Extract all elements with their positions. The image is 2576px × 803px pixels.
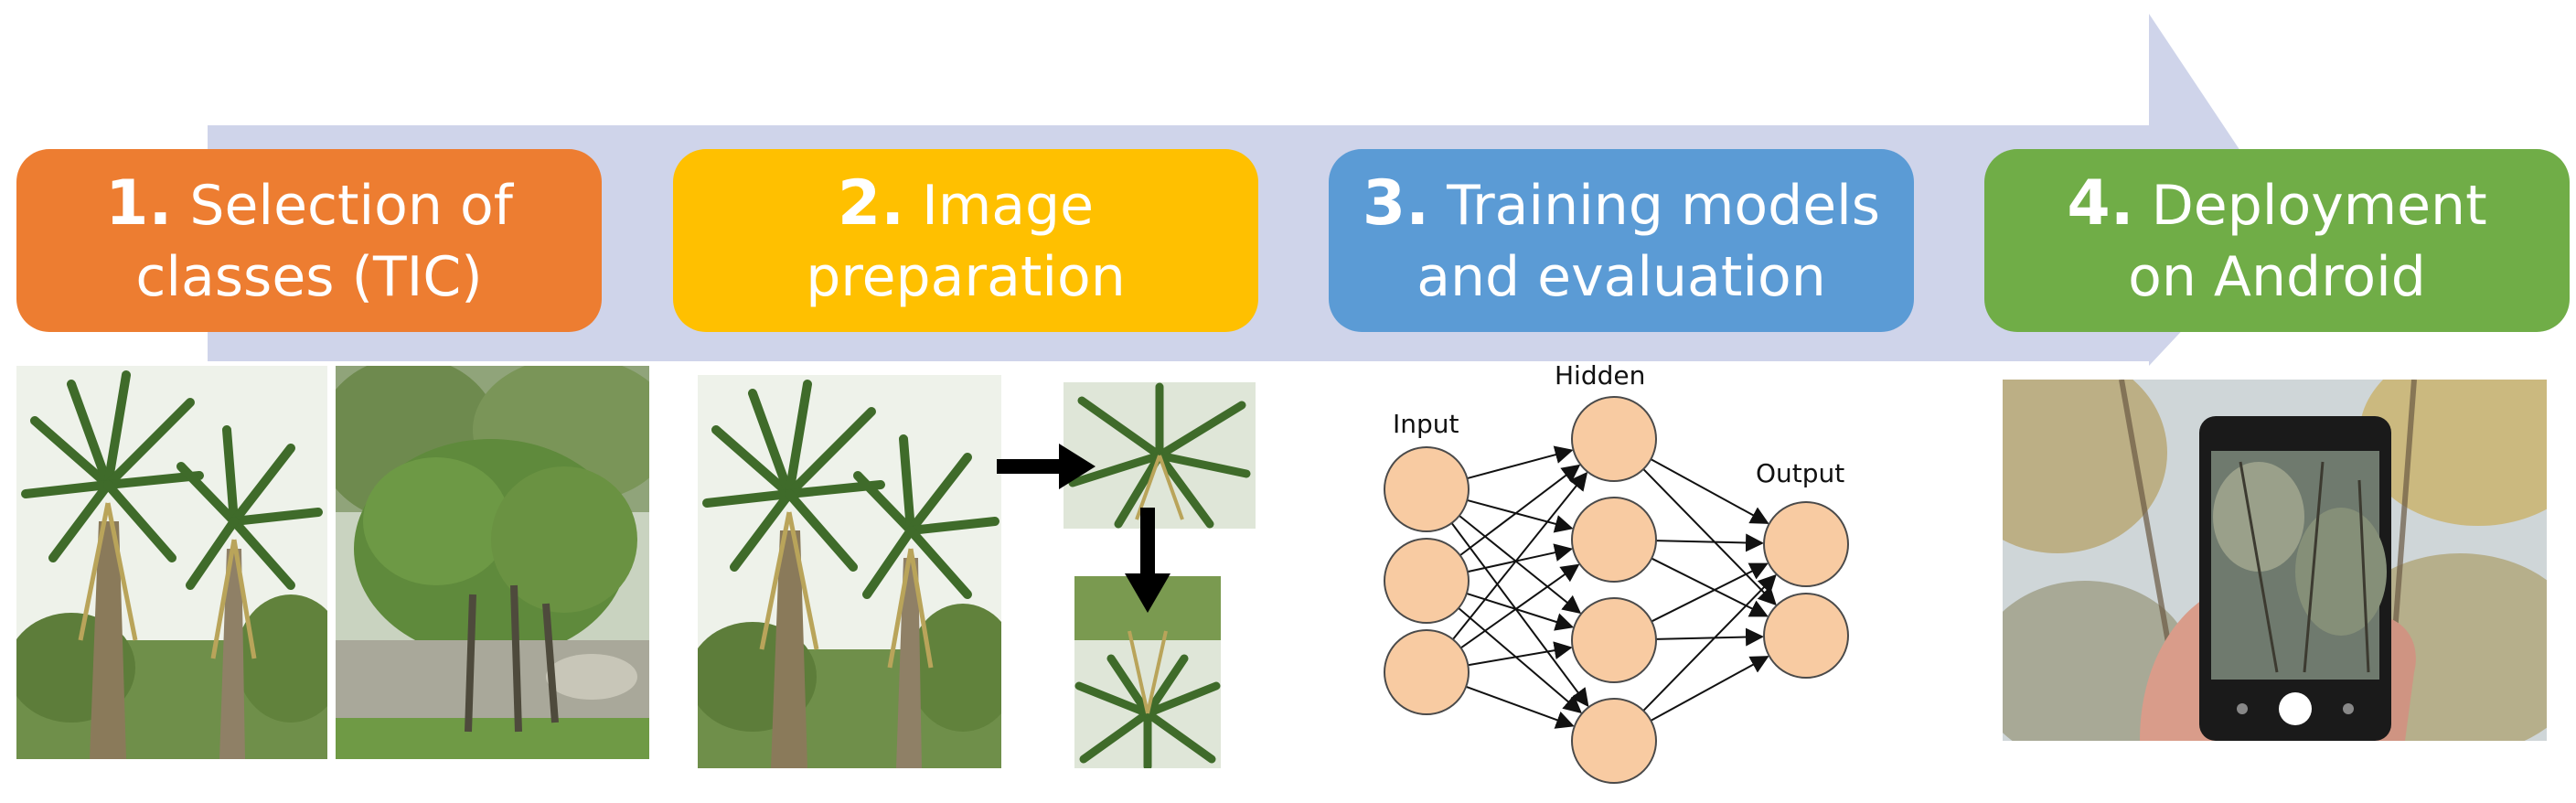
step-1-title-line1: Selection of xyxy=(189,174,513,238)
palm-trees-photo xyxy=(16,366,327,759)
step-2-title-line2: preparation xyxy=(806,245,1126,309)
connection-l0-2-2 xyxy=(1468,641,1573,667)
smartphone-camera-photo xyxy=(2003,380,2547,741)
step-4-number: 4. xyxy=(2067,167,2134,240)
connection-l1-3-0 xyxy=(1642,573,1777,712)
input-neuron-1 xyxy=(1384,446,1470,532)
network-neurons xyxy=(1384,396,1849,784)
step-3-number: 3. xyxy=(1362,167,1430,240)
step-1-box: 1. Selection of classes (TIC) xyxy=(16,149,602,332)
neural-network-diagram: Input Hidden Output xyxy=(1384,361,1849,784)
input-neuron-3 xyxy=(1384,629,1470,715)
augmentation-arrows xyxy=(997,444,1096,489)
connection-l0-2-3 xyxy=(1465,685,1575,729)
hidden-neuron-4 xyxy=(1571,698,1657,784)
connection-l0-0-2 xyxy=(1459,515,1582,615)
connection-l0-2-1 xyxy=(1459,563,1580,649)
output-layer-label: Output xyxy=(1756,458,1844,488)
step-1-title-line2: classes (TIC) xyxy=(135,245,483,309)
arrow-right-shaft xyxy=(997,459,1061,474)
step-2-number: 2. xyxy=(837,167,905,240)
shrub-forest-photo xyxy=(336,366,649,759)
input-layer-label: Input xyxy=(1393,409,1459,439)
step-4-title-line1: Deployment xyxy=(2151,174,2487,238)
connection-l0-1-1 xyxy=(1467,543,1574,573)
connection-l1-2-0 xyxy=(1651,562,1769,623)
connection-l0-0-3 xyxy=(1450,522,1589,708)
connection-l0-0-0 xyxy=(1467,445,1574,480)
step-4-box: 4. Deployment on Android xyxy=(1984,149,2570,332)
hidden-neuron-3 xyxy=(1571,597,1657,683)
hidden-layer-label: Hidden xyxy=(1555,361,1645,391)
connection-l0-0-1 xyxy=(1467,498,1574,533)
step-4-title-line2: on Android xyxy=(2128,245,2426,309)
network-connections xyxy=(1450,445,1777,729)
connection-l1-2-1 xyxy=(1655,627,1765,647)
output-neuron-1 xyxy=(1763,501,1849,587)
connection-l1-1-0 xyxy=(1655,533,1765,552)
hidden-neuron-2 xyxy=(1571,497,1657,583)
connection-l0-1-0 xyxy=(1459,464,1581,557)
step-3-title-line2: and evaluation xyxy=(1416,245,1826,309)
step-3-box: 3. Training models and evaluation xyxy=(1329,149,1914,332)
connection-l1-3-1 xyxy=(1650,656,1769,722)
connection-l1-0-0 xyxy=(1650,458,1769,524)
step-2-title-line1: Image xyxy=(922,174,1095,238)
step-1-number: 1. xyxy=(105,167,173,240)
step-2-box: 2. Image preparation xyxy=(673,149,1258,332)
cropped-palm-tile-1 xyxy=(1064,382,1256,529)
arrow-down xyxy=(1125,508,1170,613)
step-3-title-line1: Training models xyxy=(1447,174,1881,238)
arrow-right-head xyxy=(1059,444,1096,489)
palm-trees-photo-prepared xyxy=(698,375,1001,768)
output-neuron-2 xyxy=(1763,593,1849,679)
hidden-neuron-1 xyxy=(1571,396,1657,482)
input-neuron-2 xyxy=(1384,538,1470,624)
connection-l0-2-0 xyxy=(1452,471,1588,640)
connection-l1-1-1 xyxy=(1651,557,1769,617)
connection-l0-1-3 xyxy=(1458,607,1583,714)
connection-l1-0-1 xyxy=(1642,468,1777,606)
connection-l0-1-2 xyxy=(1466,592,1575,631)
